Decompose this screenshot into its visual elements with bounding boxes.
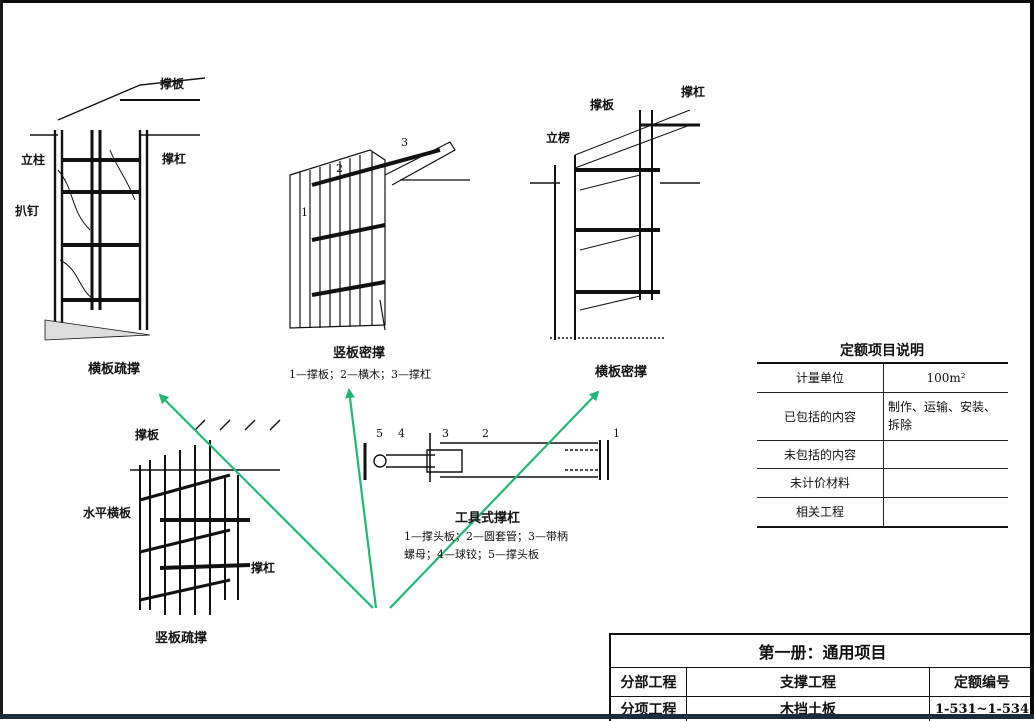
bottom-taskbar-strip	[0, 714, 1034, 719]
caption-vertical-sparse: 竖板疏撑	[155, 631, 208, 646]
section-value: 支撑工程	[687, 668, 930, 696]
quota-row: 未计价材料	[757, 468, 1008, 498]
quota-key: 未包括的内容	[757, 440, 884, 469]
volume-title: 第一册：通用项目	[758, 643, 887, 662]
legend-tool-strut-line1: 1—撑头板；2—圆套管；3—带柄	[404, 530, 568, 543]
number-3-tool-strut: 3	[442, 427, 449, 440]
quota-key: 已包括的内容	[757, 392, 884, 441]
number-2-vertical-dense: 2	[336, 162, 343, 175]
figure-tool-strut-drawing	[363, 433, 609, 482]
legend-vertical-dense: 1—撑板；2—横木；3—撑杠	[289, 368, 431, 381]
figure-vertical-dense-drawing	[289, 141, 470, 331]
section-label: 分部工程	[611, 668, 687, 696]
quota-key: 未计价材料	[757, 468, 884, 498]
figure-horizontal-sparse-drawing	[30, 77, 206, 341]
label-brace-board-3: 撑板	[590, 98, 615, 112]
number-1-tool-strut: 1	[613, 427, 620, 440]
label-waler: 立楞	[546, 131, 571, 145]
label-post: 立柱	[21, 153, 46, 167]
quota-row: 计量单位 100m²	[757, 362, 1008, 393]
number-5-tool-strut: 5	[376, 427, 383, 440]
quota-value	[883, 497, 1008, 528]
label-strut-3: 撑杠	[681, 85, 706, 99]
label-brace-board-1: 撑板	[160, 77, 185, 91]
frame-top-border	[0, 0, 1034, 3]
quota-value	[883, 468, 1008, 498]
quota-no-value: 1-531~1-534	[934, 701, 1030, 717]
label-nail: 扒钉	[15, 204, 40, 218]
figure-vertical-sparse-drawing	[130, 419, 281, 615]
label-horizontal-board: 水平横板	[83, 506, 132, 520]
caption-horizontal-sparse: 横板疏撑	[88, 362, 141, 377]
number-1-vertical-dense: 1	[301, 206, 308, 219]
annotation-arrows	[158, 388, 600, 609]
title-block-volume-row: 第一册：通用项目	[611, 635, 1034, 668]
quota-row: 未包括的内容	[757, 440, 1008, 469]
title-block: 第一册：通用项目 分部工程 支撑工程 定额编号 分项工程 木挡土板 1-531~…	[609, 633, 1034, 721]
legend-tool-strut-line2: 螺母；4—球铰；5—撑头板	[404, 548, 539, 561]
quota-value	[883, 440, 1008, 469]
quota-table: 计量单位 100m² 已包括的内容 制作、运输、安装、拆除 未包括的内容 未计价…	[757, 362, 1008, 528]
quota-key: 相关工程	[757, 497, 884, 528]
quota-table-title: 定额项目说明	[840, 343, 924, 359]
label-strut-1: 撑杠	[162, 152, 187, 166]
number-4-tool-strut: 4	[398, 427, 405, 440]
quota-key: 计量单位	[757, 362, 884, 393]
frame-right-border	[1030, 0, 1034, 719]
quota-value: 制作、运输、安装、拆除	[883, 392, 1008, 441]
label-brace-board-4: 撑板	[135, 428, 160, 442]
figure-horizontal-dense-drawing	[530, 109, 700, 340]
label-strut-4: 撑杠	[251, 561, 276, 575]
quota-no-label: 定额编号	[954, 675, 1010, 691]
title-block-section-row: 分部工程 支撑工程 定额编号	[611, 668, 1034, 697]
quota-row: 相关工程	[757, 497, 1008, 528]
quota-value: 100m²	[883, 362, 1008, 393]
number-3-vertical-dense: 3	[401, 136, 408, 149]
caption-tool-strut: 工具式撑杠	[455, 511, 521, 526]
caption-horizontal-dense: 横板密撑	[595, 365, 648, 380]
caption-vertical-dense: 竖板密撑	[333, 346, 386, 361]
frame-left-border	[0, 0, 3, 719]
number-2-tool-strut: 2	[482, 427, 489, 440]
quota-row: 已包括的内容 制作、运输、安装、拆除	[757, 392, 1008, 441]
